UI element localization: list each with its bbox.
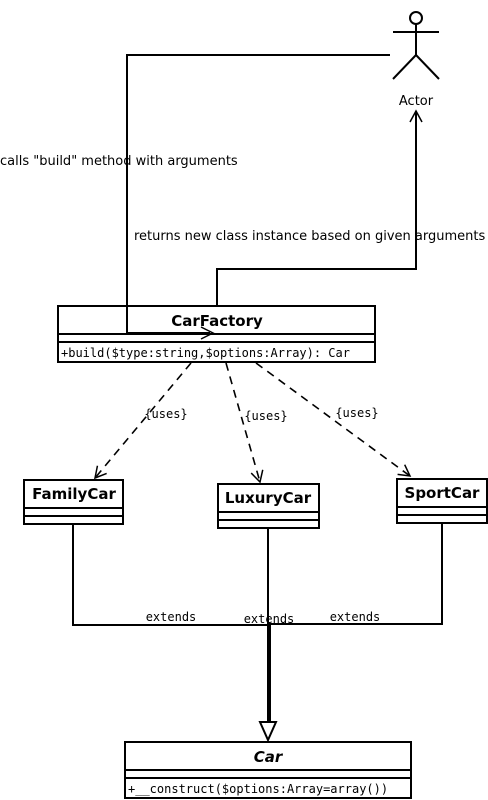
uses-familycar-connector xyxy=(93,362,192,480)
extends-sportcar-connector xyxy=(268,523,443,625)
luxurycar-title: LuxuryCar xyxy=(225,489,312,507)
inheritance-arrowhead-icon xyxy=(258,721,278,743)
extends-luxurycar-label: extends xyxy=(244,612,295,626)
uses-luxurycar-label: {uses} xyxy=(244,409,287,423)
car-title: Car xyxy=(254,748,284,766)
extends-familycar-connector xyxy=(72,524,268,626)
sportcar-title: SportCar xyxy=(405,484,481,502)
class-carfactory: CarFactory +build($type:string,$options:… xyxy=(57,305,376,363)
class-familycar: FamilyCar xyxy=(23,479,124,525)
calls-connector xyxy=(126,54,390,340)
class-sportcar: SportCar xyxy=(396,478,488,524)
uses-familycar-label: {uses} xyxy=(144,407,187,421)
extends-familycar-label: extends xyxy=(146,610,197,624)
returns-connector xyxy=(216,109,423,306)
carfactory-method: +build($type:string,$options:Array): Car xyxy=(61,346,350,360)
class-car: Car +__construct($options:Array=array()) xyxy=(124,741,412,799)
actor-label: Actor xyxy=(399,94,434,109)
uses-luxurycar-connector xyxy=(225,362,264,484)
returns-note: returns new class instance based on give… xyxy=(134,229,485,244)
extends-sportcar-label: extends xyxy=(330,610,381,624)
actor-icon xyxy=(392,11,440,80)
uses-sportcar-connector xyxy=(255,362,412,477)
class-luxurycar: LuxuryCar xyxy=(217,483,320,529)
uses-sportcar-label: {uses} xyxy=(335,406,378,420)
familycar-title: FamilyCar xyxy=(32,485,116,503)
calls-note: calls "build" method with arguments xyxy=(0,154,238,169)
carfactory-title: CarFactory xyxy=(171,312,263,330)
car-method: +__construct($options:Array=array()) xyxy=(128,782,388,796)
